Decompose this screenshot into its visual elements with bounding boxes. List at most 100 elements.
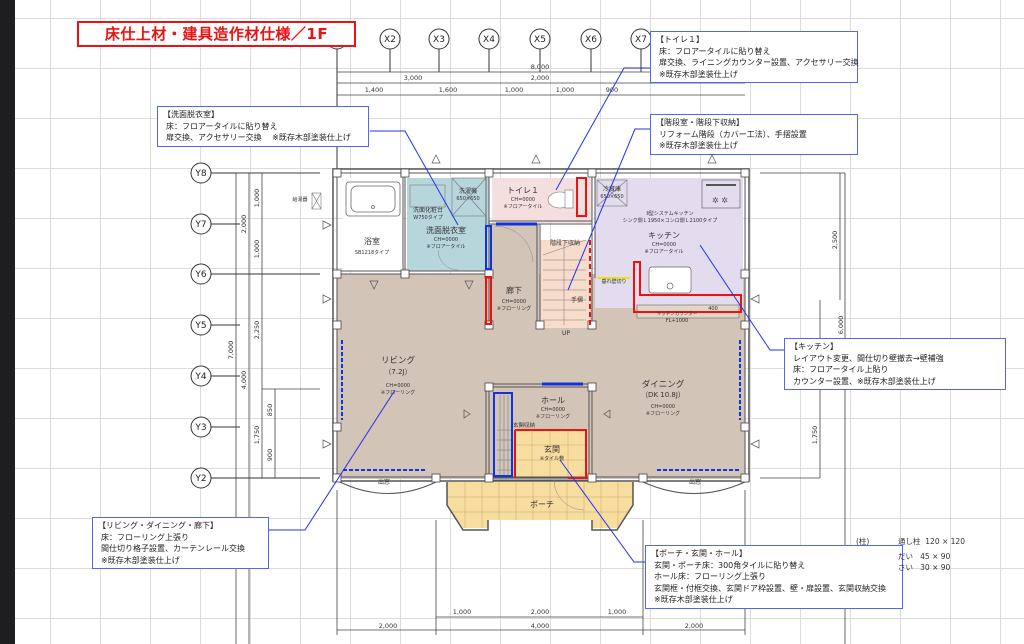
- svg-text:Y4: Y4: [194, 372, 206, 382]
- legend-symbol: (柱): [856, 537, 870, 546]
- svg-text:Y7: Y7: [194, 220, 206, 230]
- sink-icon: [648, 266, 692, 294]
- svg-text:洗面脱衣室: 洗面脱衣室: [426, 225, 466, 235]
- svg-text:4,000: 4,000: [240, 371, 248, 390]
- svg-text:8,000: 8,000: [531, 63, 550, 71]
- svg-text:Ⅱ型システムキッチン: Ⅱ型システムキッチン: [646, 210, 693, 217]
- grid-bubble-x5: X5: [529, 28, 551, 72]
- svg-text:玄関: 玄関: [544, 444, 560, 454]
- grid-x-axis: X2 X3 X4 X5 X6 X7: [326, 28, 652, 170]
- entry-storage-stair: [497, 395, 512, 475]
- svg-text:※タイル敷: ※タイル敷: [540, 455, 564, 462]
- red-change-marks: [485, 177, 742, 479]
- stove-icon: ✲ ✲: [701, 179, 741, 209]
- svg-text:1,000: 1,000: [505, 86, 524, 94]
- svg-text:1,000: 1,000: [253, 189, 261, 208]
- svg-text:UP: UP: [562, 330, 570, 337]
- posts: [332, 168, 750, 483]
- stairs-icon: [542, 239, 587, 325]
- svg-text:ホール: ホール: [541, 396, 565, 405]
- svg-text:※フローリング: ※フローリング: [646, 410, 680, 417]
- bathtub-icon: [345, 181, 401, 217]
- corridor-floor: [489, 224, 539, 284]
- svg-text:SB1218タイプ: SB1218タイプ: [355, 249, 389, 256]
- svg-text:階段下収納: 階段下収納: [550, 239, 580, 247]
- grid-bubble-x2: X2: [379, 28, 401, 72]
- svg-text:2,000: 2,000: [240, 215, 248, 234]
- svg-text:FL+1000: FL+1000: [666, 318, 689, 324]
- svg-text:X4: X4: [483, 35, 495, 45]
- note-toilet: 【トイレ１】 床：フロアータイルに貼り替え 扉交換、ライニングカウンター設置、ア…: [650, 31, 859, 83]
- svg-text:1,750: 1,750: [811, 426, 819, 445]
- svg-text:冷蔵庫: 冷蔵庫: [603, 185, 621, 193]
- svg-text:X7: X7: [635, 35, 647, 45]
- svg-text:洗面化粧台: 洗面化粧台: [413, 206, 443, 214]
- svg-text:CH=0000: CH=0000: [502, 299, 526, 305]
- svg-text:キッチンカウンター: キッチンカウンター: [657, 310, 698, 317]
- svg-text:1,600: 1,600: [439, 86, 458, 94]
- svg-text:※フローリング: ※フローリング: [536, 413, 570, 420]
- svg-text:W750タイプ: W750タイプ: [413, 214, 443, 221]
- svg-text:垂れ壁切り: 垂れ壁切り: [601, 278, 626, 285]
- svg-text:出窓: 出窓: [689, 478, 701, 486]
- entrance-floor: [515, 430, 586, 478]
- legend-row: さい 30 × 90: [898, 563, 951, 572]
- svg-text:X5: X5: [534, 35, 546, 45]
- stair-floor: [540, 240, 590, 328]
- svg-text:650×650: 650×650: [456, 196, 479, 202]
- svg-text:※フロアータイル: ※フロアータイル: [504, 203, 543, 210]
- svg-text:CH=0000: CH=0000: [511, 197, 535, 203]
- svg-text:Y3: Y3: [194, 423, 206, 433]
- note-stairs: 【階段室・階段下収納】 リフォーム階段（カバー工法）、手摺設置 ※既存木部塗装仕…: [650, 114, 858, 155]
- svg-text:キッチン: キッチン: [648, 231, 680, 240]
- svg-text:Y6: Y6: [194, 270, 206, 280]
- svg-text:7,000: 7,000: [227, 341, 235, 360]
- grid-x2-label: X2: [384, 35, 396, 45]
- sheet-title: 床仕上材・建具造作材仕様／1F: [77, 21, 356, 47]
- svg-text:廊下: 廊下: [506, 285, 522, 295]
- svg-text:CH=0000: CH=0000: [541, 407, 565, 413]
- svg-text:CH=0000: CH=0000: [651, 404, 675, 410]
- svg-text:※フローリング: ※フローリング: [497, 305, 531, 312]
- svg-text:2,000: 2,000: [531, 74, 550, 82]
- svg-text:トイレ１: トイレ１: [507, 186, 539, 195]
- water-heater-icon: [311, 192, 322, 210]
- svg-text:2,000: 2,000: [685, 622, 704, 630]
- svg-text:1,400: 1,400: [365, 86, 384, 94]
- legend-row: 通し柱 120 × 120: [898, 537, 965, 546]
- grid-bubble-x4: X4: [478, 28, 500, 72]
- svg-text:6,000: 6,000: [837, 316, 845, 335]
- svg-text:ダイニング: ダイニング: [642, 379, 685, 390]
- room-labels: 浴室 SB1218タイプ 洗面化粧台 W750タイプ 洗濯機 650×650 洗…: [292, 185, 717, 509]
- svg-text:1,000: 1,000: [556, 86, 575, 94]
- toilet-floor: [492, 178, 592, 223]
- svg-text:玄関収納: 玄関収納: [513, 421, 536, 429]
- svg-text:1,750: 1,750: [253, 426, 261, 445]
- grid-bubble-x1: [326, 28, 348, 170]
- svg-text:CH=0000: CH=0000: [652, 242, 676, 248]
- svg-text:1,000: 1,000: [453, 608, 472, 616]
- svg-text:（DK 10.8J）: （DK 10.8J）: [641, 391, 685, 399]
- grid-y-axis: Y8 Y7 Y6 Y5 Y4 Y3 Y2: [190, 162, 320, 489]
- svg-text:※フロアータイル: ※フロアータイル: [427, 243, 466, 250]
- drawing-sheet: X2 X3 X4 X5 X6 X7 8,000 3,000 2,000 1,40…: [15, 0, 1024, 644]
- svg-text:2,500: 2,500: [831, 231, 839, 250]
- svg-text:Y2: Y2: [194, 474, 206, 484]
- svg-text:リビング: リビング: [381, 355, 416, 366]
- washer-icon: [451, 177, 487, 217]
- svg-text:2,000: 2,000: [379, 622, 398, 630]
- svg-text:400: 400: [708, 306, 718, 312]
- svg-text:ポーチ: ポーチ: [530, 500, 554, 509]
- floor-plan: X2 X3 X4 X5 X6 X7 8,000 3,000 2,000 1,40…: [190, 28, 846, 644]
- svg-text:✲ ✲: ✲ ✲: [712, 196, 728, 205]
- note-kitchen: 【キッチン】 レイアウト変更、間仕切り壁撤去→壁補強 床：フロアータイル上貼り …: [784, 338, 1006, 390]
- note-living-dining: 【リビング・ダイニング・廊下】 床：フローリング上張り 間仕切り格子設置、カーテ…: [92, 517, 269, 569]
- floor-areas: [337, 178, 745, 528]
- svg-text:2,000: 2,000: [531, 608, 550, 616]
- svg-text:4,000: 4,000: [531, 622, 550, 630]
- svg-text:CH=0000: CH=0000: [434, 237, 458, 243]
- svg-text:1,000: 1,000: [608, 608, 627, 616]
- svg-text:650×650: 650×650: [600, 194, 623, 200]
- svg-text:出窓: 出窓: [378, 478, 390, 486]
- svg-text:2,250: 2,250: [253, 321, 261, 340]
